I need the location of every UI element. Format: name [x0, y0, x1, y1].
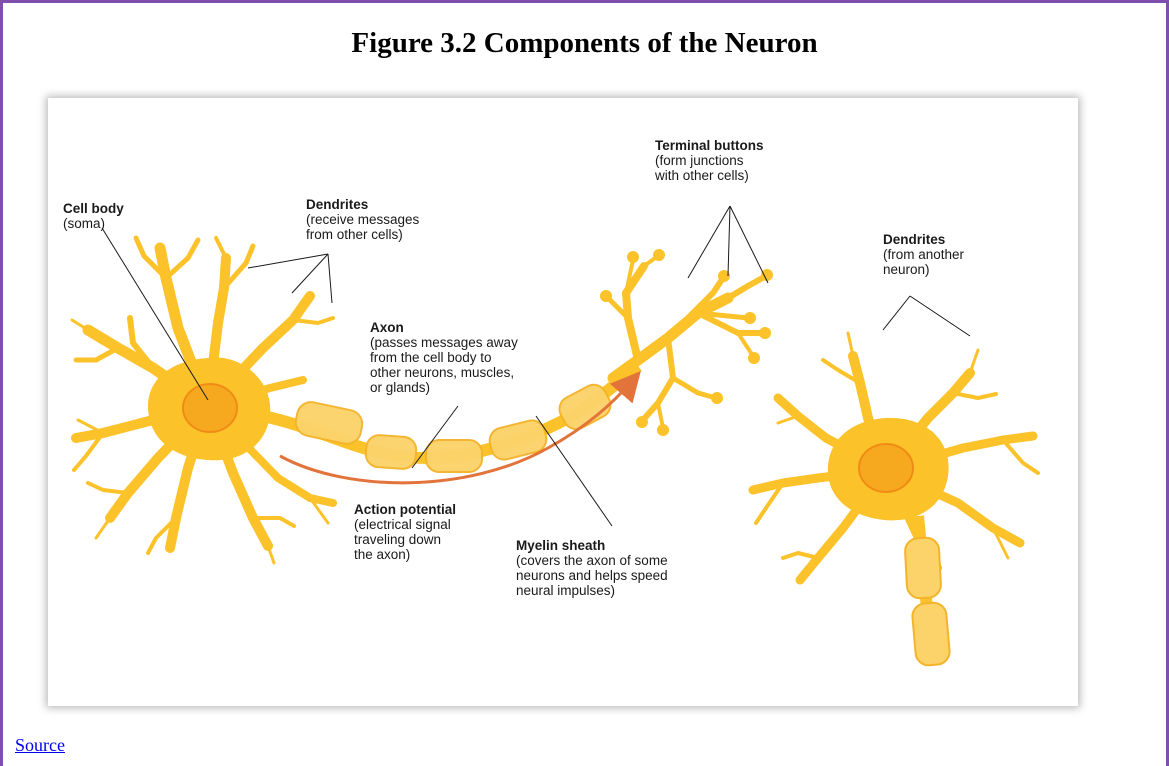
label-dendrites-another: Dendrites (from another neuron) [883, 232, 968, 277]
terminal-buttons-knobs [600, 249, 773, 436]
source-link[interactable]: Source [15, 735, 65, 756]
label-cell-body: Cell body (soma) [63, 201, 128, 231]
myelin-segments [293, 380, 615, 472]
label-dendrites-receive: Dendrites (receive messages from other c… [306, 197, 423, 242]
label-terminal-buttons: Terminal buttons (form junctions with ot… [654, 138, 767, 183]
neuron-illustration: Cell body (soma) Dendrites (receive mess… [48, 98, 1078, 706]
axon-terminal-branches [608, 256, 766, 428]
neuron-diagram: Cell body (soma) Dendrites (receive mess… [48, 98, 1078, 706]
label-myelin-sheath: Myelin sheath (covers the axon of some n… [516, 538, 671, 598]
label-action-potential: Action potential (electrical signal trav… [354, 502, 460, 562]
label-axon: Axon (passes messages away from the cell… [370, 320, 522, 395]
figure-title: Figure 3.2 Components of the Neuron [0, 27, 1169, 60]
neuron-1-nucleus [183, 384, 237, 432]
neuron-2-nucleus [859, 444, 913, 492]
